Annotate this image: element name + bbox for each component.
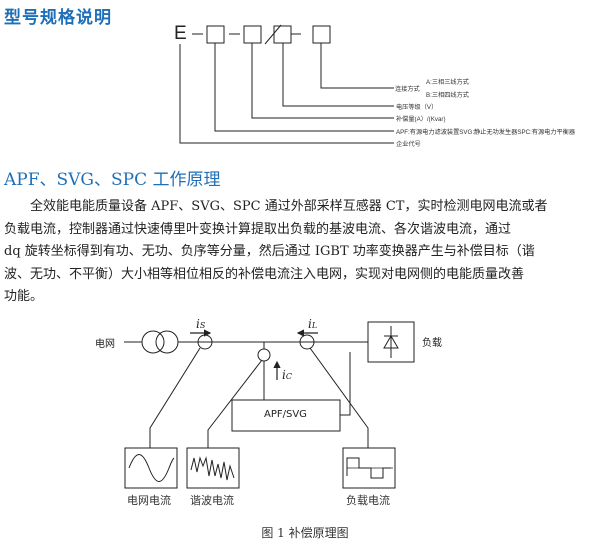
label-compensation-capacity: 补偿量(A）/(Kvar)	[396, 116, 446, 123]
label-connection-b: B:三相四线方式	[426, 92, 469, 99]
model-code-diagram	[179, 24, 394, 144]
ct-compensation	[257, 348, 271, 362]
leader-voltage	[282, 43, 394, 107]
ct-load	[299, 334, 315, 350]
leader-connection	[320, 43, 394, 89]
grid-current-label: 电网电流	[127, 494, 171, 507]
sine-wave	[128, 454, 175, 482]
transformer-coil-2	[155, 330, 179, 354]
label-connection-a: A:三相三线方式	[426, 79, 469, 86]
leader-grid-wave	[149, 347, 201, 448]
label-voltage-level: 电压等级（V）	[396, 104, 438, 111]
code-slash	[264, 24, 282, 45]
spec-section-title: 型号规格说明	[4, 8, 112, 28]
leader-company	[179, 44, 394, 144]
load-box	[367, 321, 415, 363]
il-symbol: iL	[308, 317, 318, 331]
label-connection-mode: 连接方式	[395, 86, 420, 93]
leader-type	[214, 43, 394, 132]
leader-load-wave	[309, 347, 369, 448]
ic-symbol: iC	[282, 368, 292, 382]
grid-label: 电网	[95, 339, 115, 350]
label-product-type: APF:有源电力滤波装置SVG:静止无功发生器SPC:有源电力平衡器	[396, 129, 576, 136]
leader-harmonic-wave	[207, 359, 263, 448]
load-current-wave-box	[342, 447, 396, 489]
harmonic-current-label: 谐波电流	[190, 494, 234, 507]
leader-capacity	[251, 43, 394, 119]
is-symbol: iS	[196, 317, 206, 331]
paragraph-line: 全效能电能质量设备 APF、SVG、SPC 通过外部采样互感器 CT，实时检测电…	[30, 199, 548, 214]
figure-caption: 图 1 补偿原理图	[261, 526, 349, 540]
load-current-label: 负载电流	[346, 494, 390, 507]
apf-svg-label: APF/SVG	[264, 409, 307, 420]
harmonic-wave	[190, 456, 235, 481]
paragraph-line: dq 旋转坐标得到有功、无功、负序等分量，然后通过 IGBT 功率变换器产生与补…	[4, 244, 535, 259]
load-label: 负载	[422, 338, 442, 349]
label-company-code: 企业代号	[396, 141, 421, 148]
transformer-coil-1	[141, 330, 165, 354]
model-code-prefix: E	[174, 23, 187, 44]
grid-current-wave-box	[124, 447, 178, 489]
harmonic-current-wave-box	[186, 447, 240, 489]
paragraph-line: 波、无功、不平衡）大小相等相位相反的补偿电流注入电网，实现对电网侧的电能质量改善	[4, 266, 525, 282]
paragraph-line: 功能。	[4, 289, 44, 304]
paragraph-line: 负载电流，控制器通过快速傅里叶变换计算提取出负载的基波电流、各次谐波电流，通过	[4, 221, 512, 237]
principle-section-title: APF、SVG、SPC 工作原理	[4, 170, 221, 190]
principle-paragraph: 全效能电能质量设备 APF、SVG、SPC 通过外部采样互感器 CT，实时检测电…	[4, 196, 574, 309]
